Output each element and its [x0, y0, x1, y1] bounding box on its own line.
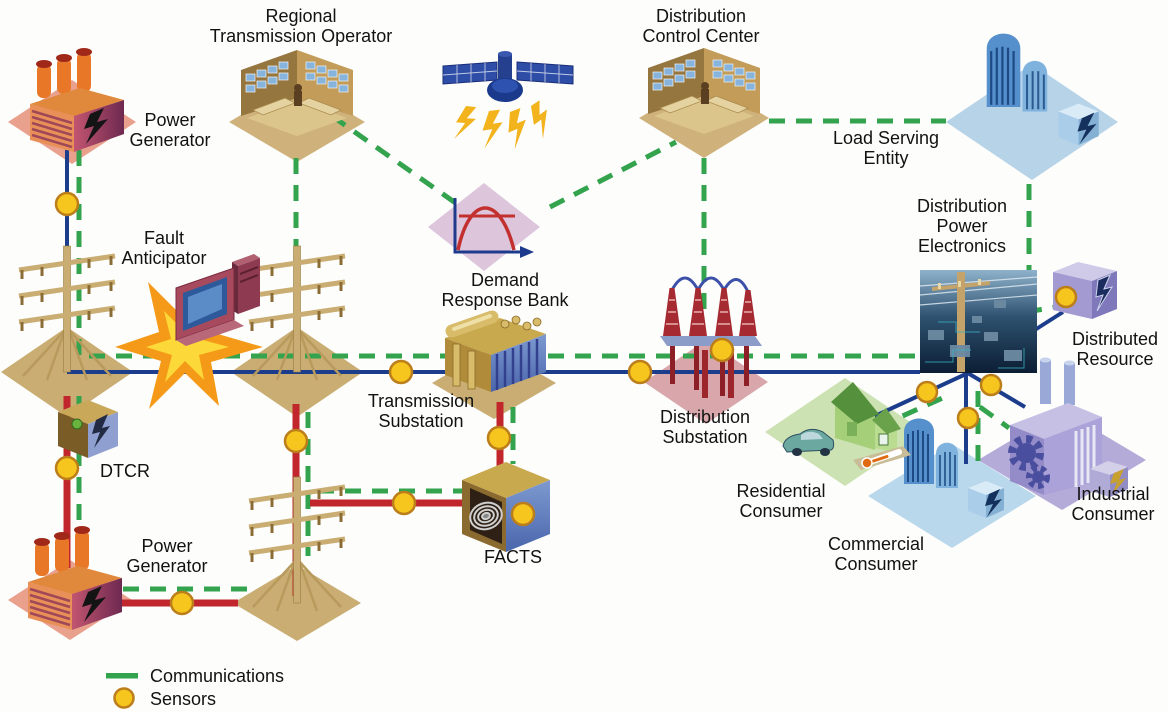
thermometer-icon	[853, 446, 911, 470]
label-commercial-consumer: Commercial Consumer	[827, 534, 925, 574]
legend-communications-label: Communications	[150, 666, 285, 686]
dtcr-led-icon	[71, 418, 83, 430]
label-demand-response-bank: Demand Response Bank	[441, 270, 569, 310]
sensor-dot-icon	[627, 359, 653, 385]
transmission-substation-icon	[445, 310, 546, 392]
label-distributed-resource: Distributed Resource	[1071, 329, 1159, 369]
sensor-dot-icon	[54, 455, 80, 481]
label-load-serving-entity: Load Serving Entity	[832, 128, 940, 168]
legend-sensors-label: Sensors	[150, 689, 217, 709]
label-distribution-substation: Distribution Substation	[659, 407, 751, 447]
industrial-lightning-box-icon	[1090, 461, 1128, 497]
sensor-dot-icon	[510, 501, 536, 527]
communications-line-swatch-icon	[106, 673, 138, 679]
satellite-icon	[442, 51, 574, 151]
sensor-dot-icon	[391, 490, 417, 516]
sensor-legend-icon	[113, 687, 135, 709]
sensor-dot-icon	[486, 425, 512, 451]
residential-consumer-icon	[782, 382, 911, 470]
label-dtcr: DTCR	[100, 461, 150, 481]
legend-marks	[106, 673, 138, 709]
power-generator-bottom-icon	[26, 524, 124, 632]
label-facts: FACTS	[483, 547, 543, 567]
facts-icon	[462, 462, 550, 552]
sensor-dot-icon	[283, 428, 309, 454]
fault-anticipator-computer-icon	[175, 254, 260, 346]
sensor-dot-icon	[388, 359, 414, 385]
industrial-consumer-icon	[1008, 357, 1128, 497]
label-power-generator-top: Power Generator	[129, 110, 211, 150]
label-industrial-consumer: Industrial Consumer	[1071, 484, 1155, 524]
sensor-dot-icon	[979, 373, 1003, 397]
facts-coil-icon	[469, 501, 503, 531]
sensor-dot-icon	[956, 406, 980, 430]
gears-icon	[1008, 435, 1050, 489]
demand-response-chart-icon	[453, 198, 534, 258]
label-transmission-substation: Transmission Substation	[367, 391, 475, 431]
label-power-generator-bottom: Power Generator	[126, 536, 208, 576]
sensor-dot-icon	[54, 191, 80, 217]
fault-explosion-icon	[115, 282, 263, 409]
label-residential-consumer: Residential Consumer	[736, 481, 826, 521]
sensor-dot-icon	[709, 337, 735, 363]
sensor-dot-icon	[169, 590, 195, 616]
distribution-power-electronics-icon	[919, 270, 1038, 373]
distribution-substation-icon	[660, 276, 762, 398]
satellite-signal-bolts-icon	[450, 98, 556, 151]
label-regional-transmission-operator: Regional Transmission Operator	[209, 6, 393, 46]
sensor-dot-icon	[1054, 285, 1078, 309]
sensor-dot-icon	[915, 380, 939, 404]
car-icon	[782, 428, 835, 456]
label-distribution-control-center: Distribution Control Center	[642, 6, 760, 46]
power-generator-top-icon	[28, 46, 126, 154]
label-distribution-power-electronics: Distribution Power Electronics	[916, 196, 1008, 256]
dtcr-icon	[58, 400, 118, 458]
sensors	[54, 191, 1078, 616]
label-fault-anticipator: Fault Anticipator	[121, 228, 207, 268]
